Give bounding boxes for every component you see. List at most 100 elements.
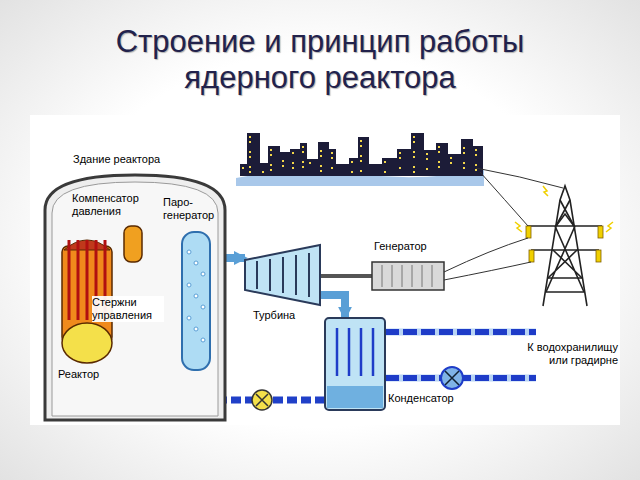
city-window (360, 140, 362, 142)
city-window (320, 155, 322, 157)
city-window (331, 152, 333, 154)
turbine-blade (308, 253, 310, 297)
city-window (438, 151, 440, 153)
turbine: Турбина (245, 245, 320, 305)
city-building (424, 150, 436, 176)
city-window (463, 167, 465, 169)
city-window (413, 151, 415, 153)
part-label: Конденсатор (388, 392, 468, 405)
city-building (260, 163, 268, 176)
condenser: Конденсатор (325, 318, 385, 410)
bubble (194, 261, 198, 265)
city-window (413, 136, 415, 138)
city-window (249, 171, 251, 173)
city-building (336, 164, 349, 176)
vessel-bottom (62, 323, 112, 363)
city-building (358, 137, 369, 176)
city-window (463, 162, 465, 164)
city-window (413, 166, 415, 168)
sparks (515, 186, 613, 232)
city-building (473, 146, 483, 176)
turbine-blade (295, 255, 297, 295)
control-rod (77, 240, 80, 320)
city-window (302, 161, 304, 163)
city-window (302, 166, 304, 168)
city-window (475, 149, 477, 151)
city-window (384, 161, 386, 163)
condenser-body (325, 318, 385, 410)
bubble (201, 305, 205, 309)
city-skyline (240, 133, 483, 176)
panel (30, 115, 620, 425)
city-building (349, 158, 358, 176)
city-window (413, 171, 415, 173)
bubble (201, 272, 205, 276)
generator: Генератор (372, 262, 444, 290)
condenser-tube (372, 328, 375, 376)
city-window (249, 166, 251, 168)
part-label: Реактор (58, 368, 118, 381)
city-window (249, 141, 251, 143)
city-building (329, 149, 336, 176)
pump (252, 390, 272, 410)
city-window (360, 170, 362, 172)
city-window (351, 171, 353, 173)
city-window (249, 156, 251, 158)
part-label: Здание реактора (73, 153, 223, 166)
generator-rib (422, 265, 423, 287)
generator-rib (432, 265, 433, 287)
city-window (309, 162, 311, 164)
city-window (292, 167, 294, 169)
city-window (320, 170, 322, 172)
sg-body (182, 232, 210, 370)
city-window (438, 146, 440, 148)
city-window (270, 149, 272, 151)
shape (325, 318, 385, 410)
city-building (290, 149, 300, 176)
shape (124, 226, 142, 262)
shaft (320, 274, 372, 278)
turbine-blade (269, 259, 271, 291)
destination-label: К водохранилищу или градирне (508, 341, 618, 367)
city-building (397, 149, 411, 176)
exhaust-pipe (320, 295, 345, 318)
city-window (438, 166, 440, 168)
turbine-blade (282, 257, 284, 293)
city-building (369, 164, 382, 176)
city-window (426, 153, 428, 155)
city-window (270, 164, 272, 166)
bubble (187, 283, 191, 287)
city-window (399, 157, 401, 159)
city-window (360, 160, 362, 162)
city-window (320, 165, 322, 167)
city-window (292, 152, 294, 154)
bubble (187, 316, 191, 320)
shape (372, 262, 444, 290)
city-window (426, 168, 428, 170)
city-building (300, 143, 307, 176)
city-window (463, 147, 465, 149)
city-window (270, 169, 272, 171)
city-building (240, 164, 247, 176)
generator-rib (412, 265, 413, 287)
pressurizer-body (124, 226, 142, 262)
pressurizer: Компенсатор давления (124, 226, 142, 262)
city-building (448, 154, 461, 176)
city-window (450, 157, 452, 159)
turbine-blade (256, 261, 258, 289)
bubble (201, 338, 205, 342)
bubble (187, 250, 191, 254)
city-building (280, 152, 290, 176)
city-window (360, 145, 362, 147)
generator-rib (392, 265, 393, 287)
city-window (331, 167, 333, 169)
city-window (351, 161, 353, 163)
city-window (320, 150, 322, 152)
city-window (331, 157, 333, 159)
bubble (194, 327, 198, 331)
bubble (194, 294, 198, 298)
city-building (411, 133, 424, 176)
city-window (249, 151, 251, 153)
insulators (526, 226, 603, 262)
